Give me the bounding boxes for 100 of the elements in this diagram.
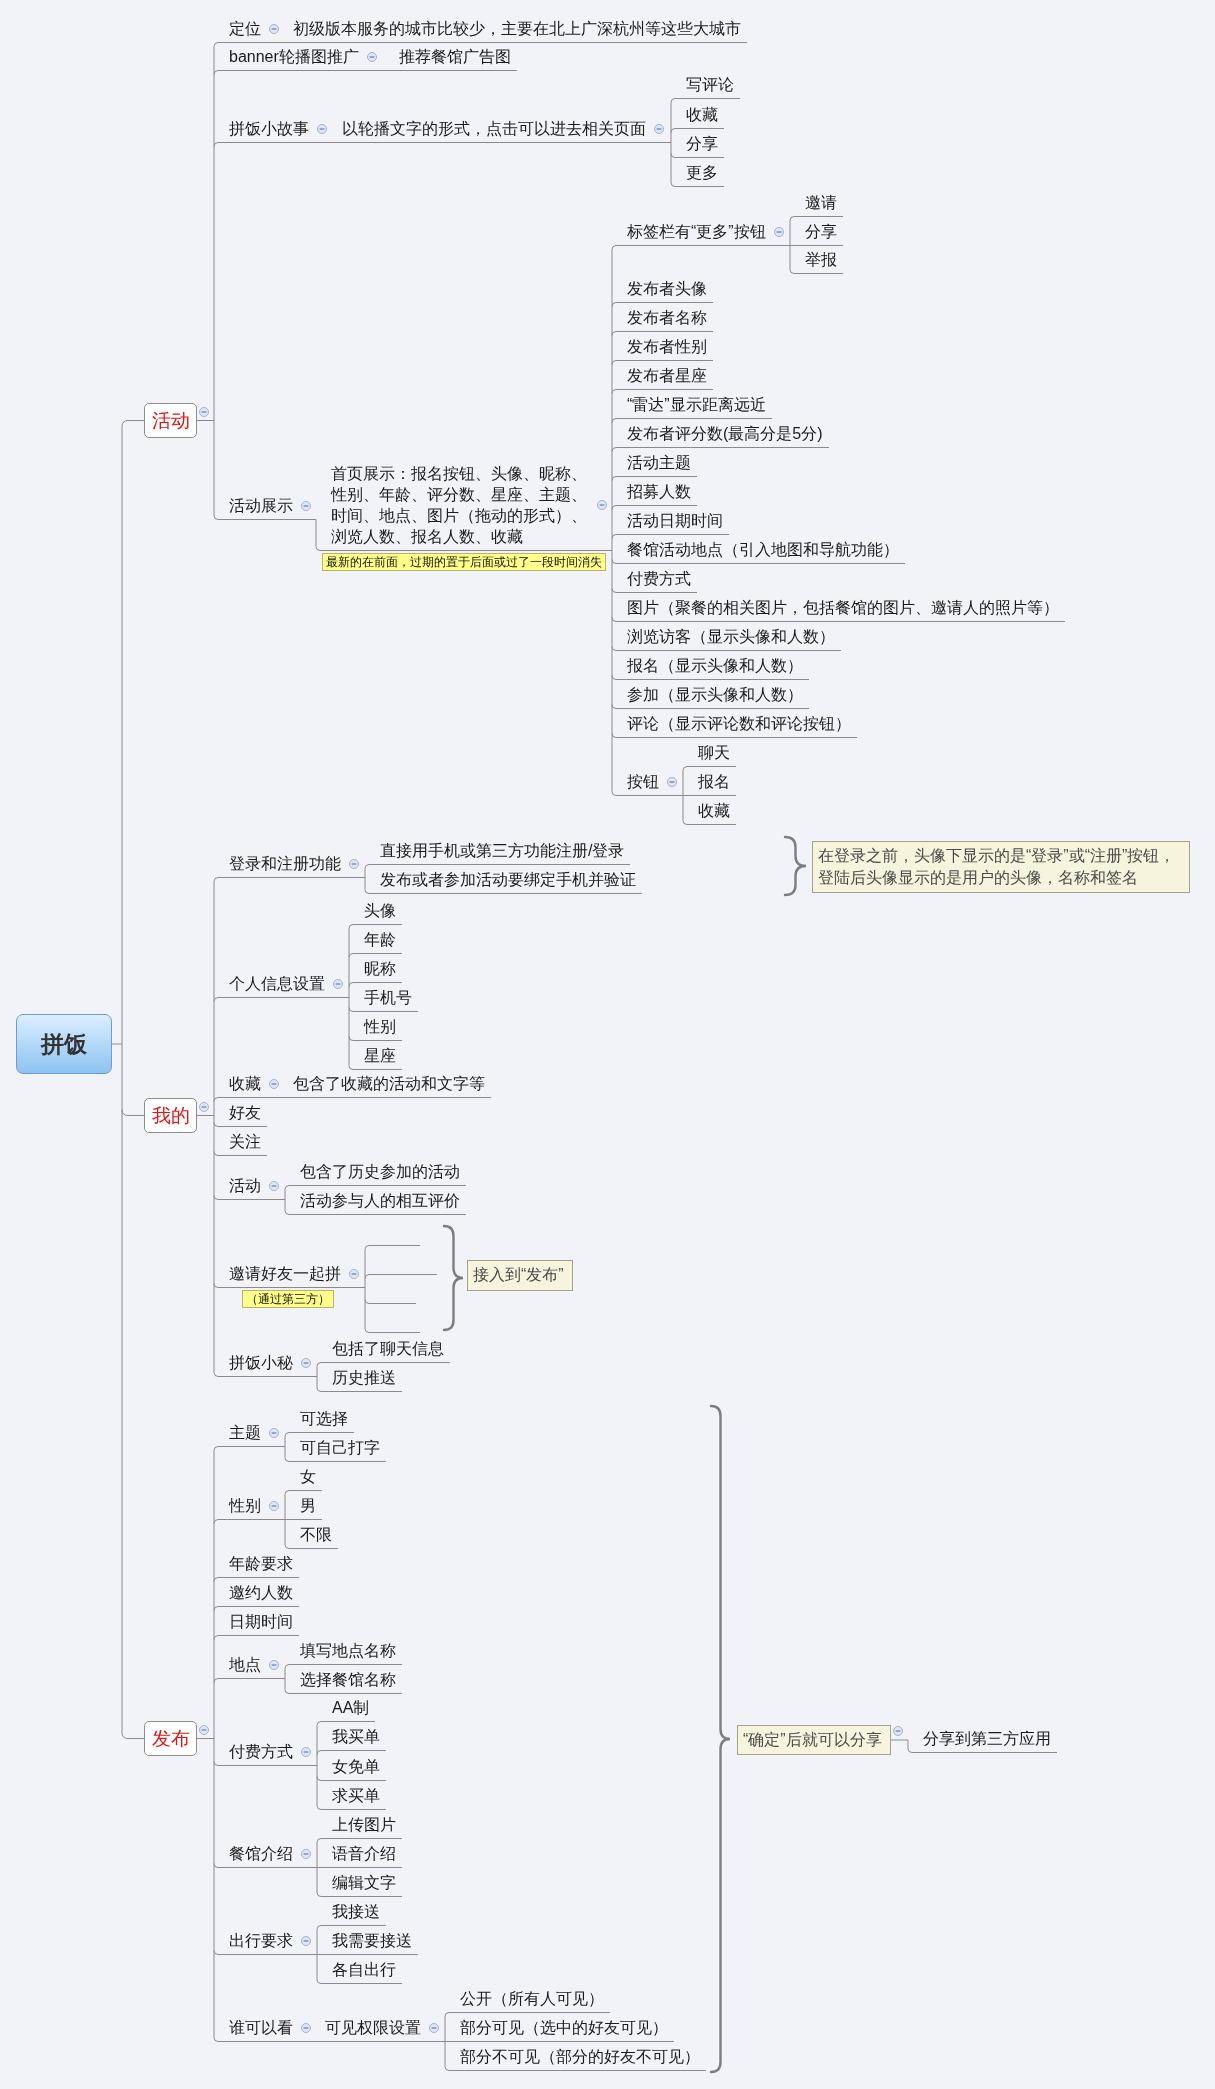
topic-label: 可选择 [289,1409,354,1433]
topic-label: 按钮 [616,772,665,796]
branch-line [789,216,795,221]
branch-line [316,1362,322,1367]
topic-label: 编辑文字 [321,1873,402,1897]
topic-label: 昵称 [353,959,402,983]
branch-line [611,245,617,250]
branch-line [213,1122,219,1127]
branch-line [611,791,617,796]
branch-line [316,1750,322,1755]
branch-line [611,505,617,510]
topic-label: 个人信息设置 [218,974,331,998]
central-topic-box: 拼饭 [16,1014,112,1074]
topic-label: 餐馆介绍 [218,1844,299,1868]
branch-line [611,331,617,336]
topic-label: 直接用手机或第三方功能注册/登录 [369,841,631,865]
main-topic-box: 活动 [144,403,197,438]
topic-label: 分享 [794,222,843,246]
topic-label: 我需要接送 [321,1931,418,1955]
blank-topic-line [369,1332,420,1333]
branch-line [611,418,617,423]
topic-label: 年龄 [353,930,402,954]
branch-line [611,617,617,622]
topic-label: 标签栏有“更多”按钮 [616,222,772,246]
branch-line [298,1366,318,1388]
branch-line [664,770,684,821]
blank-topic-line [369,1245,420,1246]
branch-line [611,675,617,680]
main-topic-box: 我的 [144,1098,197,1133]
branch-line [213,1446,219,1451]
branch-line [611,559,617,564]
topic-label: 头像 [353,901,402,925]
note-tag: 最新的在前面，过期的置于后面或过了一段时间消失 [322,553,606,571]
topic-label: 初级版本服务的城市比较少，主要在北上广深杭州等这些大城市 [282,19,747,43]
branch-line [284,1210,290,1215]
branch-line [611,476,617,481]
topic-label: AA制 [321,1698,376,1722]
branch-line [364,889,370,894]
branch-line [213,515,219,520]
topic-label: 聊天 [687,743,736,767]
branch-line [364,1245,370,1250]
summary-note: 接入到“发布” [467,1260,573,1291]
branch-line [213,1151,219,1156]
branch-line [670,182,676,187]
branch-line [364,1328,370,1333]
branch-line [213,997,219,1002]
branch-line [364,70,389,71]
topic-label: 收藏 [218,1074,267,1098]
branch-line [316,1892,322,1897]
topic-label: 收藏 [687,801,736,825]
topic-label: 活动主题 [616,453,697,477]
topic-label: 活动展示 [218,496,299,520]
branch-line [298,1725,318,1806]
branch-line [364,1299,370,1304]
topic-label: 年龄要求 [218,1554,299,1578]
branch-line [213,42,219,47]
branch-line [890,1739,913,1753]
topic-label: 登录和注册功能 [218,854,347,878]
branch-line [196,881,215,1373]
topic-label: 邀请 [794,193,843,217]
branch-line [266,1436,286,1458]
topic-label: 邀请好友一起拼 [218,1264,347,1288]
topic-label: 分享到第三方应用 [912,1729,1057,1753]
branch-line [213,1283,219,1288]
topic-label: 出行要求 [218,1931,299,1955]
branch-line [426,2016,446,2067]
branch-line [213,2037,219,2042]
branch-line [284,1664,290,1669]
branch-line [316,1838,322,1843]
branch-line [670,98,676,103]
branch-line [284,1185,290,1190]
branch-line [111,426,123,1733]
topic-label: 活动参与人的相互评价 [289,1191,466,1215]
topic-label: 招募人数 [616,482,697,506]
branch-line [213,1577,219,1582]
branch-line [284,1457,290,1462]
topic-label: 部分不可见（部分的好友不可见） [449,2047,706,2071]
summary-note: “确定”后就可以分享 [737,1725,891,1755]
branch-line [316,1867,322,1868]
topic-label: 包括了聊天信息 [321,1339,450,1363]
branch-line [348,1065,354,1070]
topic-label: 上传图片 [321,1815,402,1839]
topic-label: 举报 [794,250,843,274]
branch-line [348,924,354,929]
topic-label: 拼饭小秘 [218,1353,299,1377]
branch-line [316,1776,322,1781]
topic-label: 发布者性别 [616,337,713,361]
branch-line [611,733,617,738]
branch-line [611,389,617,394]
topic-label: 餐馆活动地点（引入地图和导航功能） [616,540,905,564]
topic-label: “雷达”显示距离远近 [616,395,772,419]
topic-label: 部分可见（选中的好友可见） [449,2018,674,2042]
branch-line [682,820,688,825]
topic-label: 活动 [218,1176,267,1200]
topic-label: 女 [289,1467,322,1491]
branch-line [316,1925,322,1930]
branch-line [213,1195,219,1200]
topic-label: 以轮播文字的形式，点击可以进去相关页面 [331,119,652,143]
branch-line [348,1036,354,1041]
branch-line [266,1668,286,1690]
